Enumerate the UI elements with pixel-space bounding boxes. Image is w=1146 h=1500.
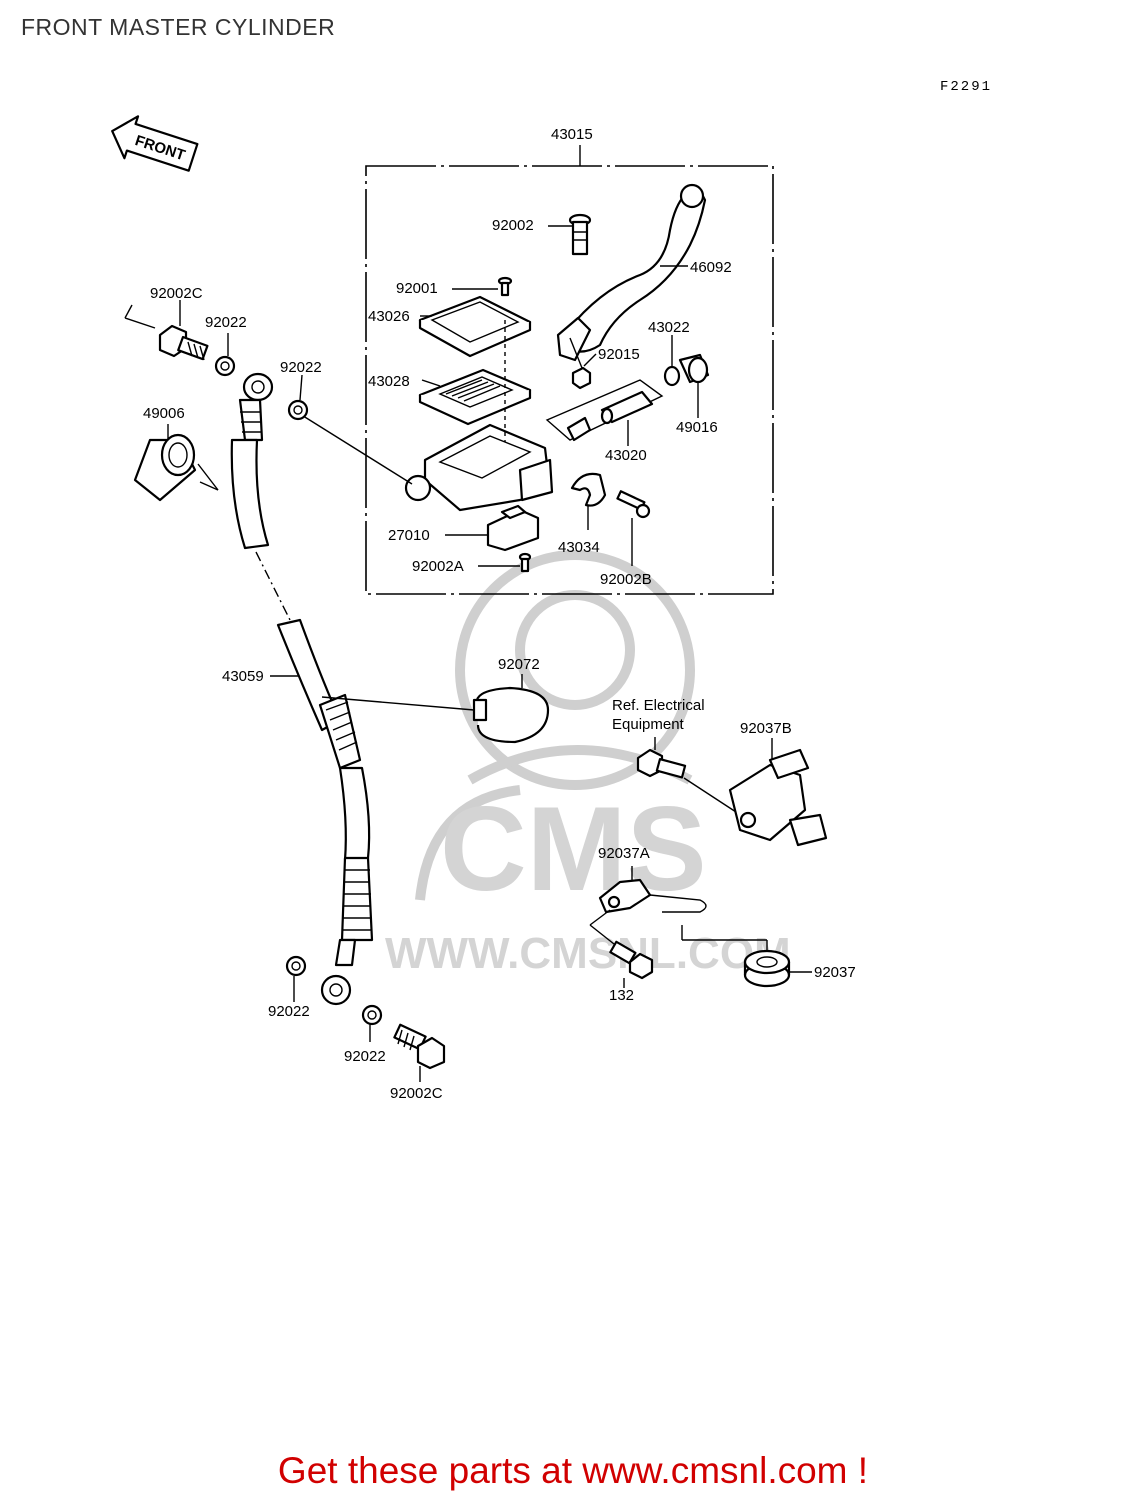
label-132: 132 [609,987,634,1004]
label-92015: 92015 [598,346,640,363]
hose-clamp-92072 [472,686,550,744]
grommet-92037 [743,949,791,988]
hose-43059 [276,618,374,1006]
front-arrow-icon: FRONT [111,115,199,172]
watermark-brand: CMS [440,782,707,916]
label-92002B: 92002B [600,571,652,588]
bolt-92002B [616,490,651,519]
label-43026: 43026 [368,308,410,325]
label-92002C-top: 92002C [150,285,203,302]
banjo-bolt-92002C-top [158,324,209,361]
master-cylinder-body [404,423,554,512]
label-43020: 43020 [605,447,647,464]
ref-note-line2: Equipment [612,716,685,733]
bracket-92037A [598,866,707,914]
label-43059: 43059 [222,668,264,685]
label-92037B: 92037B [740,720,792,737]
watermark-logo: CMS WWW.CMSNL.COM [385,550,791,978]
label-49006: 49006 [143,405,185,422]
boot-49016 [678,353,710,384]
reservoir-cap-43026 [418,295,532,358]
label-46092: 46092 [690,259,732,276]
screw-92002A [518,552,532,573]
screw-92001 [497,276,513,297]
ref-note-line1: Ref. Electrical [612,697,705,714]
watermark-site: WWW.CMSNL.COM [385,929,791,978]
label-92037A: 92037A [598,845,650,862]
diagram-code: F2291 [940,79,992,95]
label-27010: 27010 [388,527,430,544]
washer-92022-top-mid [287,399,309,421]
label-92022-top-left: 92022 [205,314,247,331]
label-43028: 43028 [368,373,410,390]
page-title: FRONT MASTER CYLINDER [21,14,336,40]
assembly-43015-box [365,145,774,595]
label-92002: 92002 [492,217,534,234]
hose-upper [230,372,274,550]
label-92002C-bottom: 92002C [390,1085,443,1102]
diaphragm-43028 [418,368,532,426]
label-43015: 43015 [551,126,593,143]
clip-43022 [663,365,681,387]
label-92022-bottom-mid: 92022 [344,1048,386,1065]
label-49016: 49016 [676,419,718,436]
label-92037: 92037 [814,964,856,981]
switch-27010 [486,504,540,552]
footer-cta-link[interactable]: Get these parts at www.cmsnl.com ! [277,1450,869,1491]
bolt-132 [609,940,654,980]
cap-49006 [133,433,197,502]
piston-kit-43020 [545,379,664,442]
bracket-92037B [728,748,828,847]
bolt-ref-electrical [636,748,687,779]
washer-92022-bottom-mid [361,1004,383,1026]
washer-92022-bottom-left [285,955,307,977]
label-92001: 92001 [396,280,438,297]
nut-92015 [571,366,592,390]
clamp-43034 [570,472,607,507]
label-92072: 92072 [498,656,540,673]
label-92002A: 92002A [412,558,464,575]
pivot-bolt-92002 [568,213,592,256]
label-92022-top-mid: 92022 [280,359,322,376]
label-43022: 43022 [648,319,690,336]
label-43034: 43034 [558,539,600,556]
washer-92022-top-left [214,355,236,377]
lever-46092 [556,183,707,362]
label-92022-bottom-left: 92022 [268,1003,310,1020]
banjo-bolt-92002C-bottom [393,1023,446,1070]
